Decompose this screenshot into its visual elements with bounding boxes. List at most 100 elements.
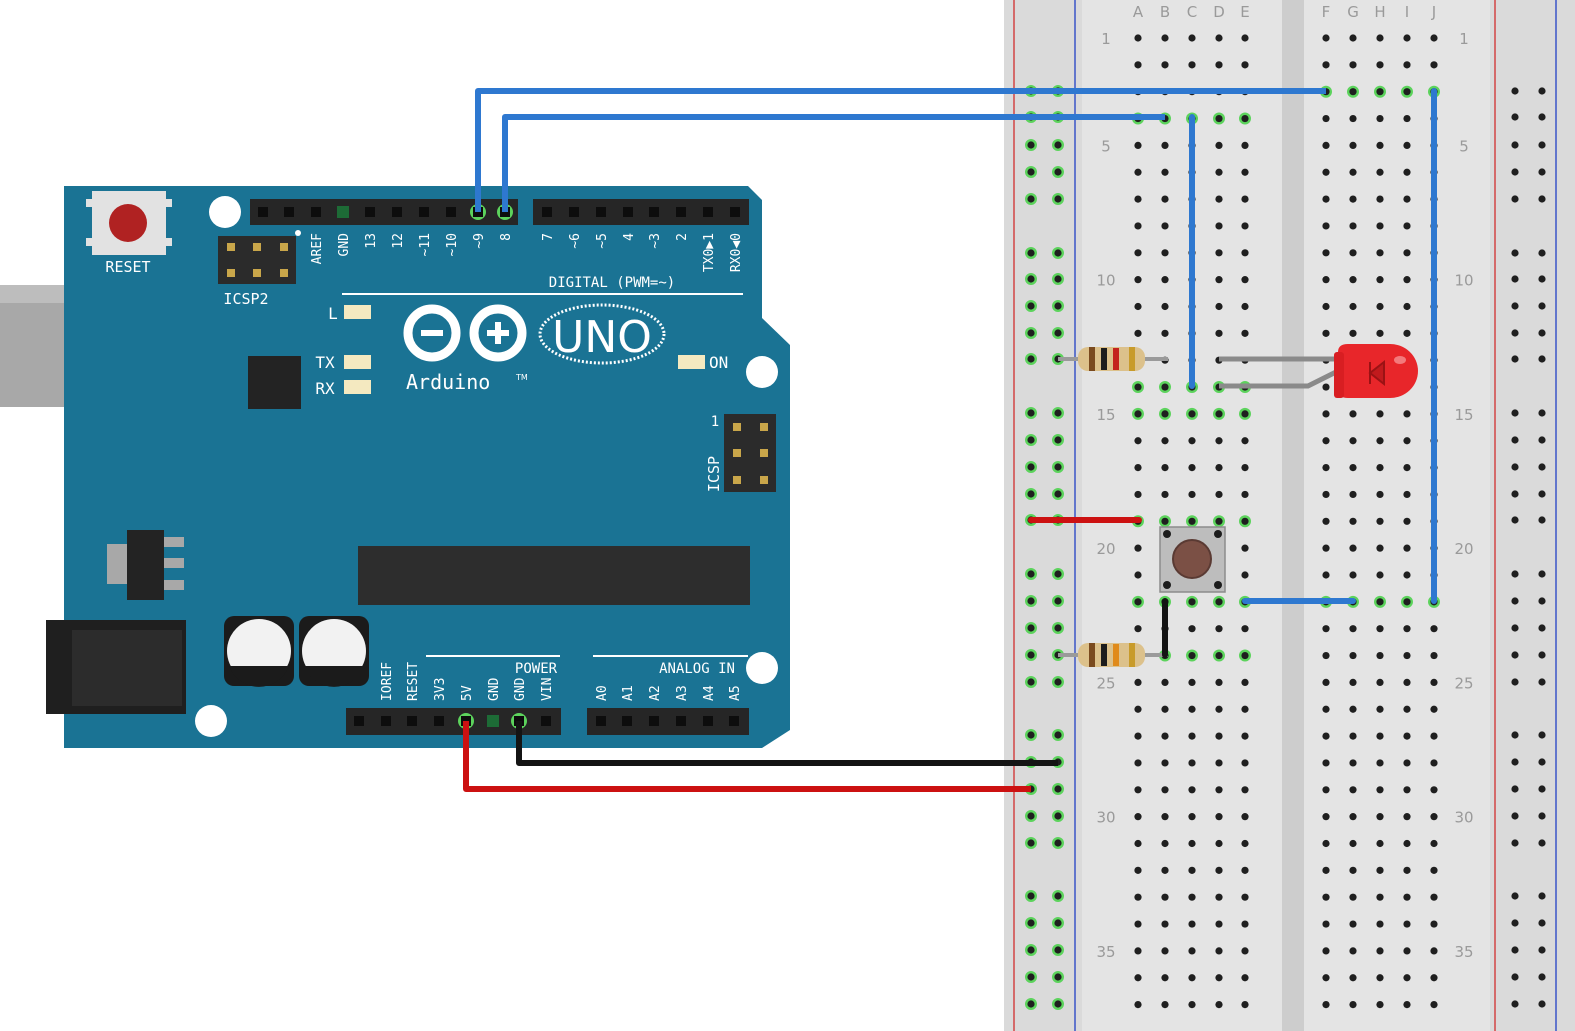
breadboard-hole bbox=[1188, 1001, 1196, 1009]
breadboard-hole bbox=[1241, 302, 1249, 311]
breadboard-hole bbox=[1322, 625, 1330, 633]
breadboard-hole bbox=[1188, 517, 1196, 525]
breadboard-hole bbox=[1403, 947, 1411, 955]
rail-hole bbox=[1511, 168, 1519, 176]
rail-hole bbox=[1538, 302, 1546, 310]
breadboard-hole bbox=[1349, 222, 1357, 230]
row-number: 25 bbox=[1454, 674, 1473, 692]
pushbutton bbox=[1159, 526, 1226, 593]
breadboard-hole bbox=[1241, 625, 1249, 633]
rail-hole bbox=[1511, 758, 1519, 766]
rail-hole bbox=[1538, 490, 1546, 498]
row-number: 30 bbox=[1454, 809, 1473, 827]
row-number: 35 bbox=[1096, 943, 1115, 961]
rail-hole bbox=[1054, 409, 1062, 417]
breadboard-hole bbox=[1376, 759, 1384, 767]
breadboard-hole bbox=[1376, 517, 1384, 525]
breadboard-hole bbox=[1376, 114, 1384, 123]
breadboard-hole bbox=[1241, 920, 1249, 928]
breadboard-hole bbox=[1161, 839, 1169, 848]
breadboard-hole bbox=[1241, 114, 1249, 123]
breadboard-hole bbox=[1349, 114, 1357, 123]
red-led bbox=[1334, 344, 1418, 398]
wires bbox=[463, 88, 1437, 792]
rail-hole bbox=[1027, 195, 1035, 203]
breadboard-hole bbox=[1241, 329, 1249, 337]
analog-pin-label: A5 bbox=[728, 685, 743, 701]
breadboard-hole bbox=[1241, 813, 1249, 821]
breadboard-hole bbox=[1241, 705, 1249, 713]
header-socket bbox=[623, 207, 633, 217]
rail-hole bbox=[1538, 249, 1546, 257]
rail-hole bbox=[1538, 651, 1546, 659]
breadboard-hole bbox=[1376, 410, 1384, 418]
row-number: 35 bbox=[1454, 943, 1473, 961]
breadboard-hole bbox=[1376, 732, 1384, 740]
column-letter: A bbox=[1133, 3, 1144, 21]
breadboard-hole bbox=[1134, 866, 1142, 874]
row-number: 20 bbox=[1454, 540, 1473, 558]
digital-pin-label: 13 bbox=[364, 233, 379, 249]
breadboard-hole bbox=[1376, 705, 1384, 713]
breadboard-hole bbox=[1134, 276, 1142, 284]
rail-hole bbox=[1054, 1000, 1062, 1008]
breadboard-hole bbox=[1376, 947, 1384, 955]
breadboard-hole bbox=[1134, 893, 1142, 901]
icsp2-pin bbox=[227, 243, 235, 251]
rail-hole bbox=[1511, 839, 1519, 847]
rail-hole bbox=[1538, 1000, 1546, 1008]
breadboard-hole bbox=[1161, 329, 1169, 337]
rail-hole bbox=[1027, 651, 1035, 659]
breadboard-hole bbox=[1403, 437, 1411, 445]
power-pin-label: VIN bbox=[540, 678, 555, 701]
rail-hole bbox=[1538, 678, 1546, 686]
breadboard-hole bbox=[1376, 839, 1384, 848]
breadboard-hole bbox=[1134, 437, 1142, 445]
icsp-pin1-label: 1 bbox=[711, 414, 719, 430]
voltage-regulator bbox=[127, 530, 164, 600]
rail-hole bbox=[1027, 919, 1035, 927]
header-socket bbox=[354, 716, 364, 726]
rail-hole bbox=[1054, 436, 1062, 444]
breadboard-hole bbox=[1322, 222, 1330, 230]
rail-hole bbox=[1054, 275, 1062, 283]
capacitor bbox=[224, 616, 294, 687]
breadboard-hole bbox=[1322, 517, 1330, 525]
breadboard-hole bbox=[1161, 222, 1169, 230]
breadboard-hole bbox=[1349, 893, 1357, 901]
reset-button-leg bbox=[164, 238, 172, 246]
digital-pin-label: ~10 bbox=[445, 233, 460, 256]
breadboard-hole bbox=[1161, 732, 1169, 740]
breadboard-hole bbox=[1188, 410, 1196, 418]
breadboard-hole bbox=[1322, 813, 1330, 821]
breadboard-hole bbox=[1241, 1001, 1249, 1009]
breadboard-hole bbox=[1376, 866, 1384, 874]
breadboard-hole bbox=[1403, 88, 1411, 96]
breadboard-hole bbox=[1403, 839, 1411, 848]
breadboard-hole bbox=[1161, 1001, 1169, 1009]
breadboard-hole bbox=[1376, 544, 1384, 552]
breadboard-hole bbox=[1430, 920, 1438, 928]
breadboard-hole bbox=[1376, 437, 1384, 445]
breadboard-hole bbox=[1241, 490, 1249, 499]
breadboard-hole bbox=[1161, 893, 1169, 901]
breadboard-hole bbox=[1430, 678, 1438, 687]
uno-text: UNO bbox=[552, 312, 652, 363]
column-letter: H bbox=[1374, 3, 1385, 21]
breadboard-hole bbox=[1161, 302, 1169, 311]
breadboard-hole bbox=[1403, 141, 1411, 149]
breadboard-hole bbox=[1188, 651, 1196, 660]
row-number: 20 bbox=[1096, 540, 1115, 558]
icsp2-pin bbox=[253, 269, 261, 277]
breadboard-hole bbox=[1322, 1001, 1330, 1009]
header-socket bbox=[649, 207, 659, 217]
breadboard-hole bbox=[1188, 974, 1196, 982]
breadboard-hole bbox=[1430, 839, 1438, 848]
breadboard-hole bbox=[1134, 410, 1142, 418]
rail-hole bbox=[1027, 409, 1035, 417]
power-title: POWER bbox=[515, 661, 558, 677]
trademark: TM bbox=[515, 373, 528, 382]
power-pin-label: GND bbox=[513, 677, 528, 701]
